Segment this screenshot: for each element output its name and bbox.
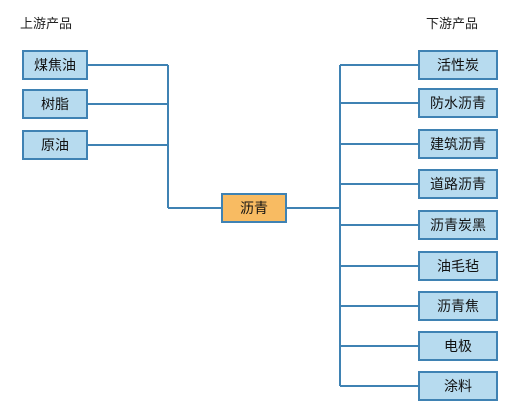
downstream-node-1: 活性炭 (418, 50, 498, 80)
downstream-node-5: 沥青炭黑 (418, 210, 498, 240)
upstream-node-crude-oil: 原油 (22, 130, 88, 160)
downstream-node-7: 沥青焦 (418, 291, 498, 321)
downstream-node-2: 防水沥青 (418, 88, 498, 118)
upstream-heading: 上游产品 (20, 17, 73, 32)
center-node-asphalt: 沥青 (221, 193, 287, 223)
upstream-node-resin: 树脂 (22, 89, 88, 119)
downstream-node-9: 涂料 (418, 371, 498, 401)
downstream-node-3: 建筑沥青 (418, 129, 498, 159)
downstream-heading: 下游产品 (426, 17, 479, 32)
downstream-node-8: 电极 (418, 331, 498, 361)
upstream-node-coal-tar: 煤焦油 (22, 50, 88, 80)
downstream-node-6: 油毛毡 (418, 251, 498, 281)
downstream-node-4: 道路沥青 (418, 169, 498, 199)
